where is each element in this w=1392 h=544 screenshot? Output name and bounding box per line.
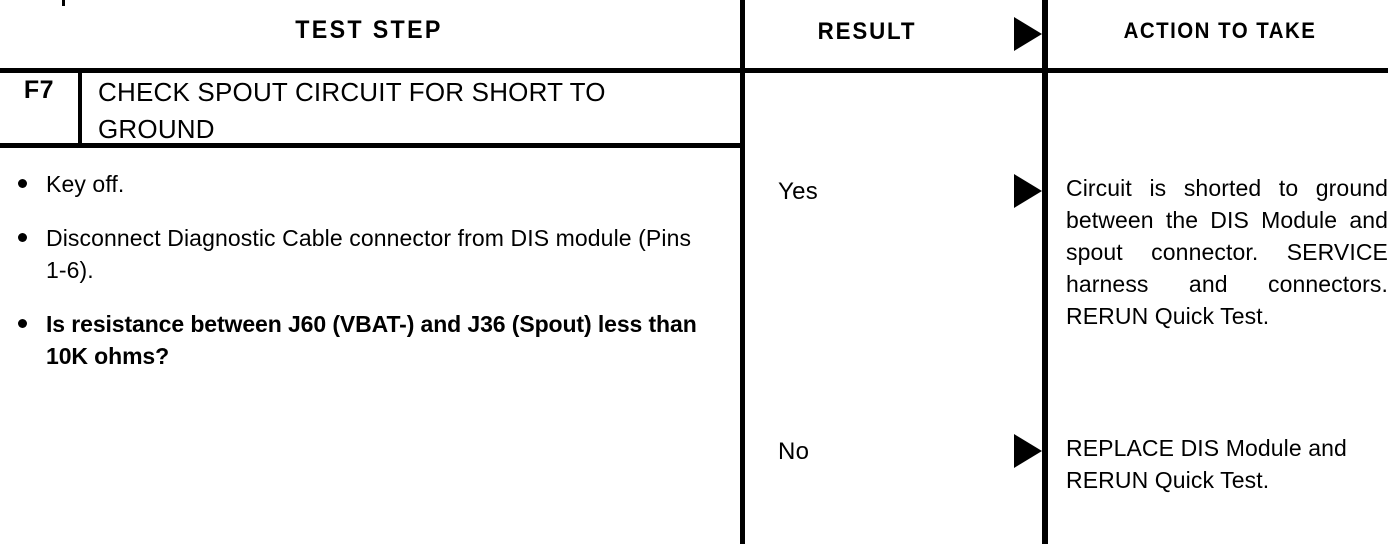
list-item-text: Key off. [46,171,125,197]
right-triangle-icon-header [1014,17,1042,51]
result-value-no: No [778,438,810,465]
result-value-yes: Yes [778,178,819,205]
step-instruction-list: Key off. Disconnect Diagnostic Cable con… [16,168,716,394]
column-header-test-step: TEST STEP [295,16,443,44]
list-item: Key off. [16,168,716,200]
rule-step-id-divider [78,70,82,146]
right-triangle-icon-yes [1014,174,1042,208]
bullet-dot-icon [18,233,27,242]
bullet-dot-icon [18,179,27,188]
scan-artifact-tick [62,0,65,6]
list-item: Disconnect Diagnostic Cable connector fr… [16,222,716,286]
list-item-text: Disconnect Diagnostic Cable connector fr… [46,225,692,283]
step-id: F7 [23,76,55,104]
column-header-action-to-take: ACTION TO TAKE [1123,18,1317,43]
action-text-yes: Circuit is shorted to ground between the… [1066,175,1388,329]
rule-result-action-divider [1042,0,1048,544]
right-triangle-icon-no [1014,434,1042,468]
step-title: CHECK SPOUT CIRCUIT FOR SHORT TO GROUND [98,77,606,144]
bullet-dot-icon [18,319,27,328]
rule-header-bottom [0,68,1388,73]
list-item-text: Is resistance between J60 (VBAT-) and J3… [46,311,697,369]
list-item: Is resistance between J60 (VBAT-) and J3… [16,308,716,372]
action-text-no: REPLACE DIS Module and RERUN Quick Test. [1066,435,1347,493]
rule-step-title-bottom [0,143,742,148]
rule-test-step-result-divider [740,0,745,544]
column-header-result: RESULT [817,18,917,45]
